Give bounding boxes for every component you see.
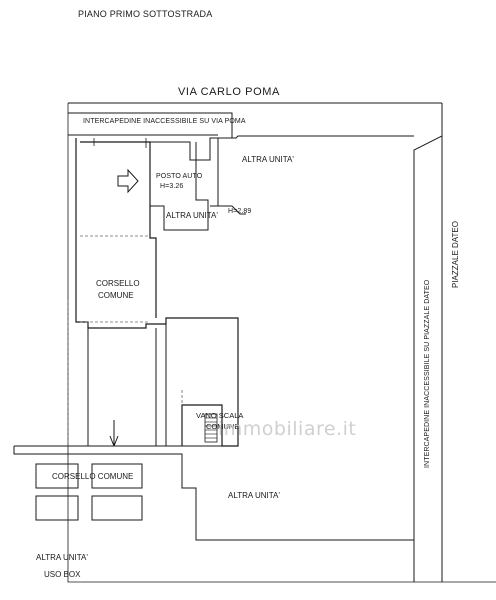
intercapedine-top — [68, 112, 233, 139]
height-mark-label: H=2.89 — [228, 208, 252, 215]
altra-unita-bottom-left-label: ALTRA UNITA' — [36, 553, 88, 562]
box-3 — [35, 495, 79, 521]
posto-auto-label: POSTO AUTO — [156, 173, 203, 180]
garage-stall — [80, 141, 157, 318]
vano-scala-label-line2: COMUNE — [206, 422, 240, 431]
corsello-comune-label-line2: COMUNE — [98, 291, 134, 300]
down-arrow — [109, 420, 119, 447]
street-label-right: PIAZZALE DATEO — [451, 221, 460, 288]
corsello-comune-lower-label: CORSELLO COMUNE — [52, 472, 134, 481]
corsello-comune-label-line1: CORSELLO — [96, 279, 140, 288]
vano-scala-label-line1: VANO SCALA — [196, 411, 244, 420]
box-1 — [35, 463, 79, 489]
posto-auto-height-label: H=3.26 — [160, 183, 184, 190]
box-4 — [91, 495, 143, 521]
building-top-right — [232, 135, 414, 139]
box-2 — [91, 463, 143, 489]
altra-unita-mid-label: ALTRA UNITA' — [166, 211, 218, 220]
altra-unita-bottom-label: ALTRA UNITA' — [228, 491, 280, 500]
entry-arrow — [117, 168, 139, 194]
uso-box-label: USO BOX — [44, 570, 81, 579]
intercapedine-right-label: INTERCAPEDINE INACCESSIBILE SU PIAZZALE … — [424, 279, 431, 468]
plan-title: PIANO PRIMO SOTTOSTRADA — [78, 9, 213, 19]
altra-unita-top-right-label: ALTRA UNITA' — [242, 155, 294, 164]
intercapedine-top-label: INTERCAPEDINE INACCESSIBILE SU VIA POMA — [83, 118, 246, 125]
street-label-top: VIA CARLO POMA — [178, 86, 280, 98]
watermark-logo: immobiliare.it — [218, 418, 357, 440]
right-boundary — [413, 103, 443, 582]
